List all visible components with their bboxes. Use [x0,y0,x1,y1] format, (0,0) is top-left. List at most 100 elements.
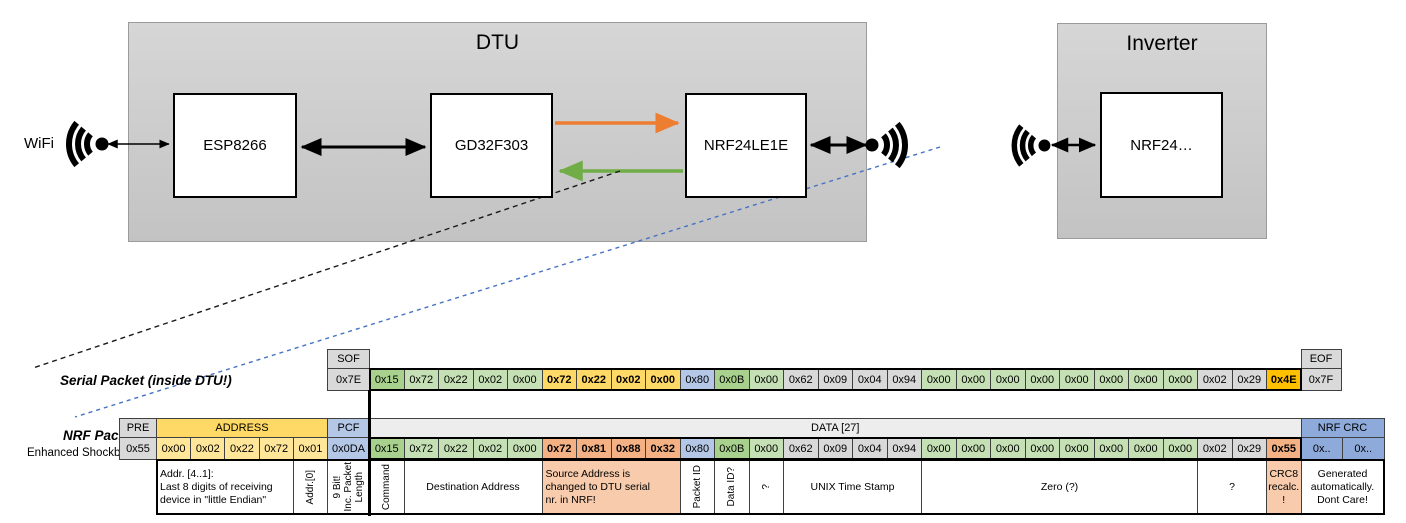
serial-byte-cell: 0x02 [610,368,646,391]
nrf-annotation-cell: Destination Address [403,459,543,515]
wifi-icon-dtu-nrf [865,121,909,169]
eof-header-cell: EOF [1300,349,1342,369]
serial-byte-cell: 0x00 [1024,368,1060,391]
nrf-byte-cell: 0x04 [852,437,888,460]
nrf-header-cell: DATA [27] [369,418,1302,438]
component-nrf24-inverter: NRF24… [1100,92,1223,198]
nrf-byte-cell: 0x88 [610,437,646,460]
serial-byte-cell: 0x0B [714,368,750,391]
nrf-annotation-cell: Generated automatically. Dont Care! [1300,459,1385,515]
nrf-byte-cell: 0x29 [1231,437,1267,460]
nrf-byte-cell: 0x02 [472,437,508,460]
nrf-annotation-cell-text: 9 Bit! Inc. Packet Length [332,462,365,512]
serial-byte-cell: 0x72 [403,368,439,391]
nrf-byte-cell: 0x02 [1197,437,1233,460]
nrf-annotation-cell: ? [748,459,784,515]
nrf-byte-cell: 0x55 [119,437,157,460]
serial-byte-cell: 0x80 [679,368,715,391]
nrf-byte-cell: 0x01 [292,437,328,460]
nrf-header-cell: PCF [327,418,370,438]
serial-byte-cell: 0x00 [748,368,784,391]
serial-byte-cell: 0x29 [1231,368,1267,391]
nrf-byte-cell: 0x00 [748,437,784,460]
nrf-byte-cell: 0x32 [645,437,681,460]
nrf-byte-cell: 0x00 [1128,437,1164,460]
component-esp8266: ESP8266 [173,93,297,198]
nrf-annotation-cell: ? [1197,459,1267,515]
nrf-byte-cell: 0x0B [714,437,750,460]
nrf-annotation-cell: Source Address is changed to DTU serial … [541,459,681,515]
nrf-byte-cell: 0x72 [541,437,577,460]
wifi-icon-esp [65,120,109,168]
nrf-byte-cell: 0x00 [507,437,543,460]
inverter-group-box: Inverter [1057,23,1267,239]
enhanced-shockburst-label: Enhanced Shockburst [27,447,140,459]
serial-byte-cell: 0x09 [817,368,853,391]
serial-byte-cell: 0x94 [886,368,922,391]
nrf-byte-cell: 0x22 [438,437,474,460]
nrf-annotation-cell: Zero (?) [921,459,1198,515]
nrf-header-cell: ADDRESS [156,418,328,438]
serial-packet-label: Serial Packet (inside DTU!) [60,373,232,388]
nrf-byte-cell: 0x00 [990,437,1026,460]
serial-byte-cell: 0x00 [1128,368,1164,391]
component-nrf24-inverter-label: NRF24… [1130,136,1193,154]
nrf-annotation-cell: Command [369,459,405,515]
serial-byte-cell: 0x00 [955,368,991,391]
nrf-byte-cell: 0x72 [403,437,439,460]
serial-byte-cell: 0x00 [645,368,681,391]
serial-byte-cell: 0x7E [327,368,370,391]
nrf-byte-cell: 0x72 [258,437,294,460]
sof-header-cell: SOF [327,349,370,369]
serial-byte-cell: 0x02 [1197,368,1233,391]
nrf-byte-cell: 0x00 [1059,437,1095,460]
component-gd32f303-label: GD32F303 [454,137,529,154]
nrf-annotation-cell: Packet ID [679,459,715,515]
nrf-byte-cell: 0x09 [817,437,853,460]
serial-byte-cell: 0x00 [507,368,543,391]
serial-byte-cell: 0x22 [438,368,474,391]
wifi-label: WiFi [24,135,54,152]
serial-byte-cell: 0x04 [852,368,888,391]
serial-byte-cell: 0x7F [1300,368,1342,391]
component-gd32f303: GD32F303 [430,93,553,198]
nrf-annotation-cell: Addr.[0] [292,459,328,515]
serial-byte-cell: 0x72 [541,368,577,391]
nrf-byte-cell: 0x00 [1024,437,1060,460]
nrf-byte-cell: 0x62 [783,437,819,460]
dtu-title: DTU [475,31,520,54]
nrf-annotation-cell-text: Addr.[0] [304,469,316,505]
serial-byte-cell: 0x22 [576,368,612,391]
inverter-title: Inverter [1126,32,1198,55]
nrf-byte-cell: 0x00 [1162,437,1198,460]
nrf-byte-cell: 0x22 [224,437,260,460]
nrf-annotation-cell: Data ID? [714,459,750,515]
nrf-byte-cell: 0x00 [1093,437,1129,460]
nrf-annotation-cell: Addr. [4..1]: Last 8 digits of receiving… [156,459,294,515]
nrf-annotation-cell-text: Data ID? [726,467,738,507]
nrf-annotation-cell-text: Command [381,463,393,511]
nrf-byte-cell: 0x.. [1300,437,1343,460]
serial-byte-cell: 0x02 [472,368,508,391]
serial-byte-cell: 0x00 [921,368,957,391]
nrf-byte-cell: 0x94 [886,437,922,460]
wifi-icon-inverter [1011,124,1051,167]
nrf-annotation-cell: CRC8 recalc. ! [1266,459,1302,515]
component-esp8266-label: ESP8266 [203,137,267,154]
serial-byte-cell: 0x00 [1059,368,1095,391]
serial-byte-cell: 0x15 [369,368,405,391]
nrf-byte-cell: 0x15 [369,437,405,460]
nrf-link-dashed-line [74,146,941,418]
nrf-byte-cell: 0x80 [679,437,715,460]
nrf-byte-cell: 0x00 [156,437,192,460]
nrf-header-cell: NRF CRC [1300,418,1385,438]
nrf-byte-cell: 0x0DA [327,437,370,460]
component-nrf24le1e-label: NRF24LE1E [703,137,789,154]
serial-byte-cell: 0x4E [1266,368,1302,391]
serial-byte-cell: 0x62 [783,368,819,391]
nrf-byte-cell: 0x02 [190,437,226,460]
nrf-byte-cell: 0x00 [921,437,957,460]
